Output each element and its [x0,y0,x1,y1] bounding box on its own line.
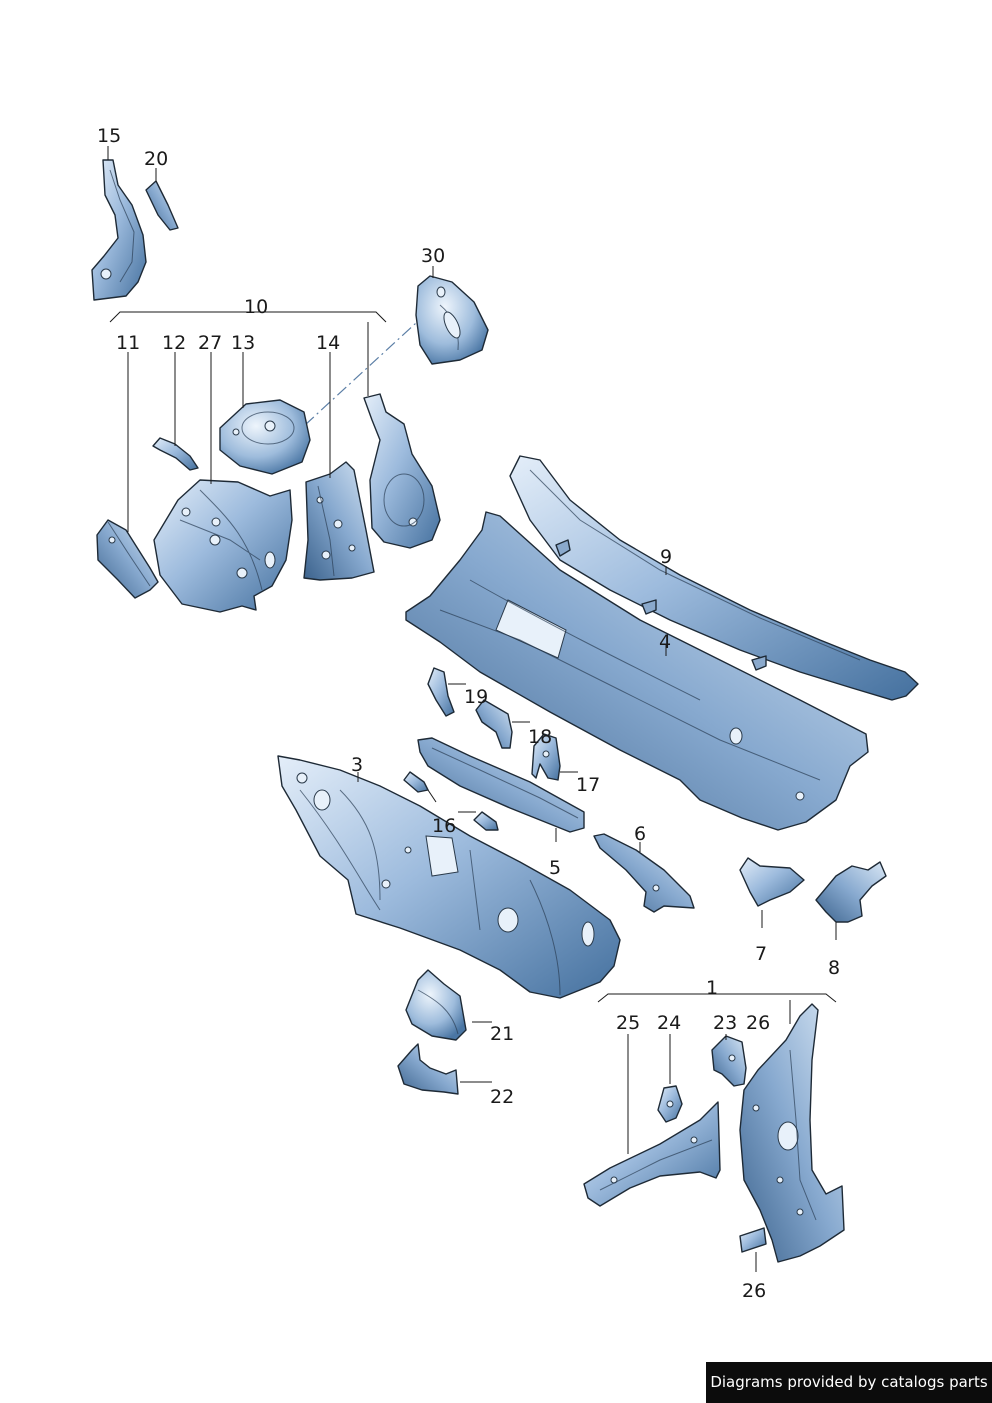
callout-10: 10 [244,296,268,318]
part-6-bracket [593,833,695,913]
callout-21: 21 [490,1023,514,1045]
callout-23: 23 [713,1012,737,1034]
callout-4: 4 [659,631,671,653]
part-8-bracket [815,861,887,923]
part-13-dome-cover [219,399,311,475]
part-14-panel [303,461,375,581]
callout-11: 11 [116,332,140,354]
callout-9: 9 [660,546,672,568]
leader-lines [107,146,837,1272]
part-3-bulkhead [277,755,621,999]
callout-16: 16 [432,815,456,837]
callout-27: 27 [198,332,222,354]
callout-14: 14 [316,332,340,354]
part-12-strap [152,437,199,471]
callout-20: 20 [144,148,168,170]
callout-25: 25 [616,1012,640,1034]
callout-8: 8 [828,957,840,979]
part-21-shell [405,969,467,1041]
part-30-plate [415,275,489,365]
callout-13: 13 [231,332,255,354]
callout-26-lower: 26 [742,1280,766,1302]
part-25-rail-panel [583,1101,721,1207]
callout-30: 30 [421,245,445,267]
part-20-bracket [145,180,179,231]
part-11-bracket [96,519,159,599]
callout-labels: 15 20 30 10 11 12 27 13 14 9 4 19 18 3 1… [97,125,840,1302]
callout-18: 18 [528,726,552,748]
part-17-bracket [531,733,561,781]
part-22-strap [397,1043,459,1095]
part-18-bracket [475,699,513,749]
callout-5: 5 [549,857,561,879]
part-24-bracket [657,1085,683,1123]
part-26-pillar [739,1003,845,1263]
connector-line-13-30 [304,322,417,426]
part-16-clips [403,771,499,831]
part-9-cowl-panel [509,455,919,701]
part-4-plenum-panel [405,511,869,831]
part-15-strut [91,159,147,301]
callout-6: 6 [634,823,646,845]
callout-7: 7 [755,943,767,965]
part-7-bracket [739,857,805,907]
callout-3: 3 [351,754,363,776]
callout-24: 24 [657,1012,681,1034]
part-26-patch [739,1227,767,1253]
credit-banner: Diagrams provided by catalogs parts [706,1362,992,1403]
part-19-bracket [427,667,455,717]
callout-1: 1 [706,977,718,999]
part-10-pillar-panel [363,393,441,549]
callout-19: 19 [464,686,488,708]
callout-15: 15 [97,125,121,147]
part-5-reinforcement [417,737,585,833]
callout-12: 12 [162,332,186,354]
callout-26-upper: 26 [746,1012,770,1034]
callout-17: 17 [576,774,600,796]
callout-22: 22 [490,1086,514,1108]
part-27-panel [153,479,293,613]
part-23-bracket [711,1035,747,1087]
